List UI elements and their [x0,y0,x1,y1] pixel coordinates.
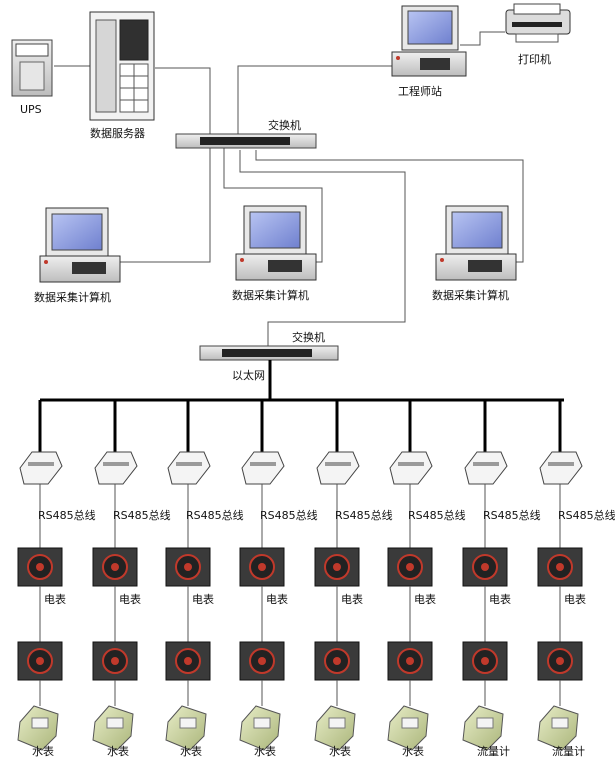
meter-label: 电表 [414,593,436,606]
server-icon [89,11,155,121]
printer-label: 打印机 [518,53,551,66]
printer-icon [505,3,571,43]
meter-label: 电表 [564,593,586,606]
ups-label: UPS [20,103,42,116]
water-meter-icon [537,705,579,751]
meter-icon [462,547,508,587]
water-meter-icon [314,705,356,751]
end-device-label: 水表 [180,745,202,758]
meter-icon [165,641,211,681]
meter-label: 电表 [489,593,511,606]
device-column [462,400,508,751]
rs485-bus-label: RS485总线 [260,509,318,522]
switch-top-label: 交换机 [268,119,301,132]
computer-icon [391,5,467,77]
converter-icon [19,451,63,485]
ethernet-bus [40,360,564,402]
water-meter-icon [165,705,207,751]
end-device-label: 流量计 [552,745,585,758]
converter-icon [539,451,583,485]
converter-icon [316,451,360,485]
meter-icon [314,641,360,681]
switch-icon [175,133,317,149]
meter-icon [165,547,211,587]
device-column [239,400,285,751]
rs485-bus-label: RS485总线 [483,509,541,522]
meter-label: 电表 [341,593,363,606]
converter-icon [94,451,138,485]
engineer-station-label: 工程师站 [398,85,442,98]
acq-computer-3-label: 数据采集计算机 [432,289,509,302]
meter-icon [239,547,285,587]
ethernet-label: 以太网 [232,369,265,382]
end-device-label: 水表 [32,745,54,758]
converter-icon [167,451,211,485]
end-device-label: 流量计 [477,745,510,758]
switch-icon [199,345,339,361]
computer-icon [435,205,517,281]
rs485-bus-label: RS485总线 [558,509,615,522]
device-column [537,400,583,751]
meter-label: 电表 [44,593,66,606]
water-meter-icon [462,705,504,751]
device-column [314,400,360,751]
meter-label: 电表 [266,593,288,606]
rs485-bus-label: RS485总线 [38,509,96,522]
end-device-label: 水表 [107,745,129,758]
meter-label: 电表 [119,593,141,606]
meter-label: 电表 [192,593,214,606]
water-meter-icon [387,705,429,751]
rs485-bus-label: RS485总线 [335,509,393,522]
water-meter-icon [17,705,59,751]
switch-bottom-label: 交换机 [292,331,325,344]
acq-computer-2-label: 数据采集计算机 [232,289,309,302]
water-meter-icon [92,705,134,751]
water-meter-icon [239,705,281,751]
rs485-bus-label: RS485总线 [408,509,466,522]
meter-icon [239,641,285,681]
converter-icon [464,451,508,485]
device-column [17,400,63,751]
meter-icon [92,641,138,681]
device-columns [17,400,583,751]
device-column [387,400,433,751]
meter-icon [17,547,63,587]
computer-icon [39,207,121,283]
converter-icon [389,451,433,485]
device-column [165,400,211,751]
ups-icon [11,39,53,97]
converter-icon [241,451,285,485]
computer-icon [235,205,317,281]
meter-icon [462,641,508,681]
top-links [54,31,524,348]
meter-icon [387,641,433,681]
rs485-bus-label: RS485总线 [113,509,171,522]
meter-icon [387,547,433,587]
meter-icon [17,641,63,681]
device-column [92,400,138,751]
meter-icon [314,547,360,587]
meter-icon [92,547,138,587]
meter-icon [537,641,583,681]
end-device-label: 水表 [329,745,351,758]
rs485-bus-label: RS485总线 [186,509,244,522]
acq-computer-1-label: 数据采集计算机 [34,291,111,304]
end-device-label: 水表 [254,745,276,758]
meter-icon [537,547,583,587]
end-device-label: 水表 [402,745,424,758]
data-server-label: 数据服务器 [90,127,145,140]
